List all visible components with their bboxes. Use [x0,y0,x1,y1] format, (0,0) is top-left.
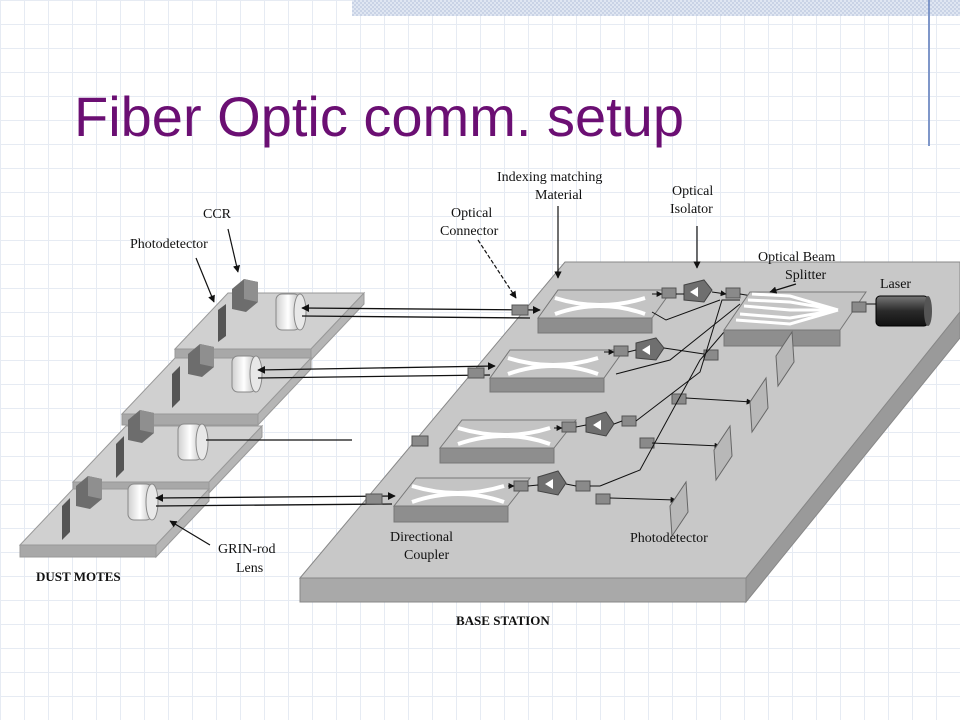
directional-couplers [392,289,673,523]
label-optical-isolator-1: Optical [672,184,713,199]
base-photodetectors [669,330,795,538]
label-grin-1: GRIN-rod [218,542,276,557]
label-beam-splitter-2: Splitter [785,268,827,283]
diagram-labels: CCR Photodetector Indexing matching Mate… [36,170,911,628]
label-optical-connector-1: Optical [451,206,492,221]
header-pattern-band [352,0,960,16]
label-ccr: CCR [203,207,232,222]
label-beam-splitter-1: Optical Beam [758,250,835,265]
optical-connectors [365,304,529,505]
optical-beam-splitter [723,291,867,347]
laser [875,295,932,327]
label-directional-2: Coupler [404,548,449,563]
label-indexing-2: Material [535,188,583,203]
label-dust-motes: DUST MOTES [36,569,121,584]
label-directional-1: Directional [390,530,453,545]
label-base-station: BASE STATION [456,613,550,628]
slide-title: Fiber Optic comm. setup [74,85,684,148]
callout-arrows [169,206,797,546]
label-indexing-1: Indexing matching [497,170,602,185]
label-grin-2: Lens [236,561,263,576]
header-rule [928,0,930,146]
label-optical-isolator-2: Isolator [670,202,713,217]
label-optical-connector-2: Connector [440,224,499,239]
label-laser: Laser [880,277,911,292]
fiber-optic-diagram: CCR Photodetector Indexing matching Mate… [18,170,960,628]
label-photodetector-right: Photodetector [630,531,708,546]
label-photodetector-left: Photodetector [130,237,208,252]
dust-mote-4 [18,476,211,559]
fiber-links [155,304,541,507]
